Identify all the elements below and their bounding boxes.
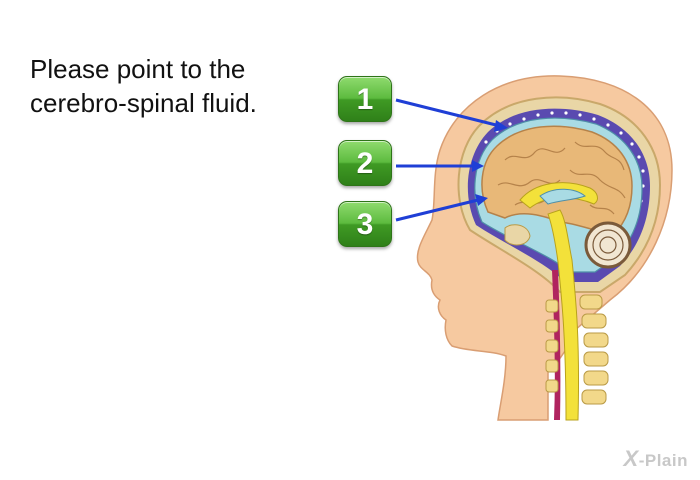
arrow-1 [395, 98, 501, 128]
cerebellum-folds [592, 229, 624, 261]
arrow-1-head [494, 120, 508, 132]
sinus [504, 224, 531, 246]
brain-folds [497, 141, 626, 215]
question-line-1: Please point to the [30, 54, 246, 84]
question-line-2: cerebro-spinal fluid. [30, 88, 257, 118]
ventricle [539, 188, 586, 205]
arrow-3 [395, 198, 479, 222]
arrow-2-head [472, 160, 484, 172]
answer-button-3[interactable]: 3 [338, 201, 392, 247]
question-text: Please point to the cerebro-spinal fluid… [30, 52, 330, 120]
answer-button-2[interactable]: 2 [338, 140, 392, 186]
logo-text: -Plain [638, 451, 688, 470]
spinal-cord [547, 209, 580, 421]
answer-button-1[interactable]: 1 [338, 76, 392, 122]
xplain-logo: X-Plain [624, 446, 688, 472]
vertebrae [545, 294, 609, 405]
arrow-3-head [475, 194, 488, 206]
logo-mark: X [623, 446, 639, 471]
pointer-arrows [395, 98, 508, 222]
